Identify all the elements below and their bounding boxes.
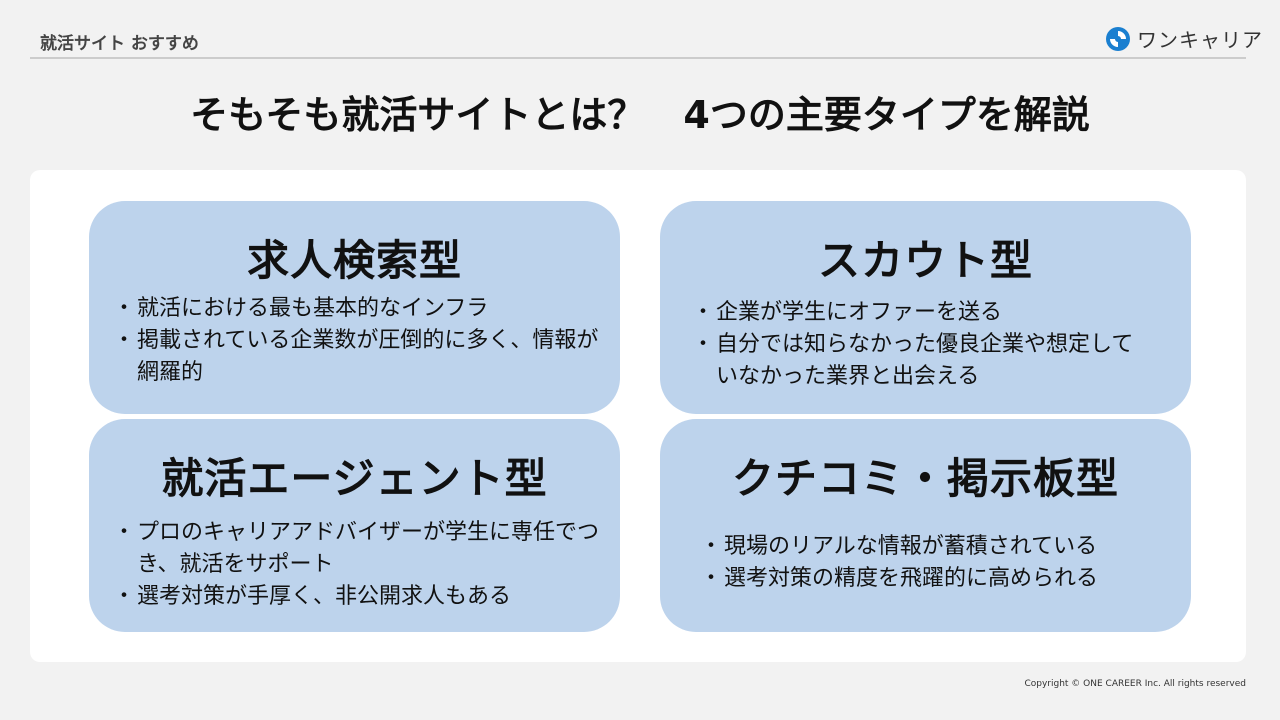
- card-title: スカウト型: [817, 236, 1033, 285]
- bullet: 選考対策の精度を飛躍的に高められる: [700, 563, 1180, 595]
- card-agent: 就活エージェント型 プロのキャリアアドバイザーが学生に専任でつき、就活をサポート…: [89, 419, 620, 632]
- bullet: 選考対策が手厚く、非公開求人もある: [113, 581, 603, 613]
- bullet: 自分では知らなかった優良企業や想定していなかった業界と出会える: [692, 329, 1152, 393]
- card-title: 求人検索型: [246, 236, 462, 285]
- card-job-search: 求人検索型 就活における最も基本的なインフラ 掲載されている企業数が圧倒的に多く…: [89, 201, 620, 414]
- bullet: プロのキャリアアドバイザーが学生に専任でつき、就活をサポート: [113, 517, 603, 581]
- brand-logo: ワンキャリア: [1105, 24, 1263, 53]
- card-title: 就活エージェント型: [161, 454, 548, 503]
- card-reviews: クチコミ・掲示板型 現場のリアルな情報が蓄積されている 選考対策の精度を飛躍的に…: [660, 419, 1191, 632]
- bullet: 現場のリアルな情報が蓄積されている: [700, 531, 1180, 563]
- logo-text: ワンキャリア: [1137, 28, 1263, 52]
- page-title: そもそも就活サイトとは？ 4つの主要タイプを解説: [190, 93, 1090, 137]
- bullet: 掲載されている企業数が圧倒的に多く、情報が網羅的: [113, 325, 603, 389]
- card-title: クチコミ・掲示板型: [731, 454, 1119, 503]
- section-label: 就活サイト おすすめ: [40, 34, 199, 54]
- swirl-logo-icon: [1106, 26, 1130, 51]
- bullet: 企業が学生にオファーを送る: [692, 297, 1152, 329]
- card-scout: スカウト型 企業が学生にオファーを送る 自分では知らなかった優良企業や想定してい…: [660, 201, 1191, 414]
- bullet: 就活における最も基本的なインフラ: [113, 293, 603, 325]
- copyright: Copyright © ONE CAREER Inc. All rights r…: [1024, 679, 1246, 689]
- header-divider: [30, 57, 1246, 59]
